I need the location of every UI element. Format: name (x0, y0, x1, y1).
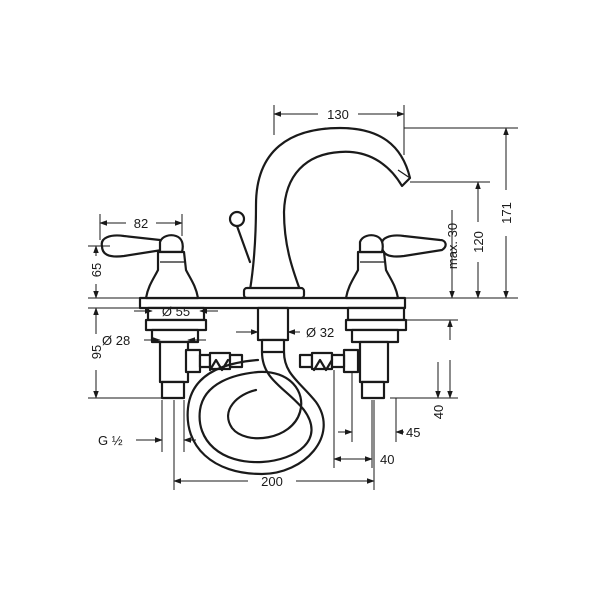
dim-label-65: 65 (89, 263, 104, 277)
dim-label-120: 120 (471, 231, 486, 253)
dim-label-200: 200 (261, 474, 283, 489)
dim-label-130: 130 (327, 107, 349, 122)
dim-spout-height: 120 (410, 181, 490, 299)
center-shank (256, 306, 290, 354)
dim-handle-height: 65 (88, 245, 146, 299)
dim-label-40-vertical: 40 (431, 405, 446, 419)
dim-label-171: 171 (499, 202, 514, 224)
dim-total-height: 171 (404, 127, 518, 299)
dim-spout-reach: 130 (273, 105, 405, 155)
dim-label-82: 82 (134, 216, 148, 231)
lift-rod (228, 210, 252, 264)
left-handle (100, 234, 200, 300)
dim-label-28: Ø 28 (102, 333, 130, 348)
dim-drain-rod: Ø 32 (236, 325, 334, 340)
dim-label-40-horizontal: 40 (380, 452, 394, 467)
dim-hole-spacing: 200 (173, 400, 375, 490)
dim-connector-height: 40 (390, 319, 458, 419)
right-valve-body (342, 306, 408, 400)
dim-label-max30: max. 30 (445, 223, 460, 269)
dim-handle-length: 82 (99, 214, 183, 240)
dim-below-deck: 95 (88, 307, 162, 399)
dim-label-32: Ø 32 (306, 325, 334, 340)
dim-connector-offset: 40 (333, 370, 394, 468)
dim-label-95: 95 (89, 345, 104, 359)
dim-spout-clearance: max. 30 (445, 210, 460, 299)
dim-thread: G ½ (98, 400, 196, 452)
dim-label-thread: G ½ (98, 433, 123, 448)
dim-label-45: 45 (406, 425, 420, 440)
dim-connector-width: 45 (338, 372, 420, 442)
left-valve-body (144, 306, 208, 400)
right-handle (344, 234, 447, 300)
dim-deck-hole: Ø 55 (134, 304, 218, 319)
flexible-hose-loop (186, 350, 325, 476)
dim-label-55: Ø 55 (162, 304, 190, 319)
dim-valve-body: Ø 28 (102, 333, 206, 348)
